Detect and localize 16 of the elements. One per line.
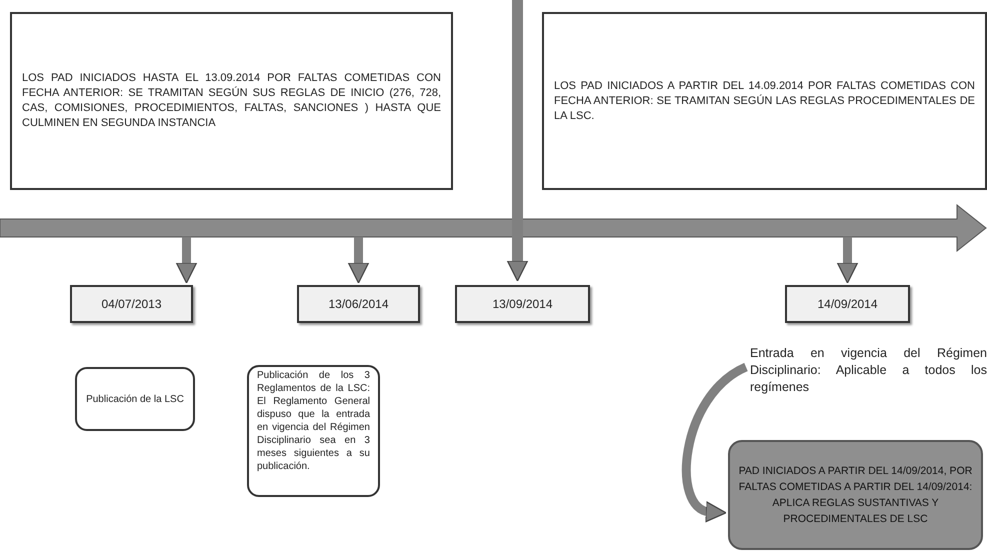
arrow xyxy=(348,237,370,284)
event-text: Entrada en vigencia del Régimen Disciplinario: Aplicable a todos los regímenes xyxy=(750,345,987,405)
note-box: PAD INICIADOS A PARTIR DEL 14/09/2014, POR FALTAS COMETIDAS A PARTIR DEL 14/09/2014: APLICA REGLAS SUSTANTIVAS Y PROCEDIMENTALES DE LSC xyxy=(728,440,983,550)
date-box: 14/09/2014 xyxy=(785,285,910,323)
date-box: 13/06/2014 xyxy=(297,285,420,323)
text-box: LOS PAD INICIADOS A PARTIR DEL 14.09.2014 POR FALTAS COMETIDAS CON FECHA ANTERIOR: SE TRAMITAN SEGÚN LAS REGLAS PROCEDIMENTALES DE LA LSC. xyxy=(542,12,987,190)
text-box: LOS PAD INICIADOS HASTA EL 13.09.2014 POR FALTAS COMETIDAS CON FECHA ANTERIOR: SE TRAMITAN SEGÚN SUS REGLAS DE INICIO (276, 728, CAS, COMISIONES, PROCEDIMIENTOS, FALTAS, SANCIONES ) HASTA QUE CULMINEN EN SEGUNDA INSTANCIA xyxy=(10,12,453,190)
arrow xyxy=(506,0,528,282)
timeline-arrow xyxy=(0,203,987,253)
date-box: 04/07/2013 xyxy=(70,285,193,323)
date-box: 13/09/2014 xyxy=(455,285,590,323)
event-box: Publicación de la LSC xyxy=(75,367,195,431)
event-box: Publicación de los 3 Reglamentos de la LSC: El Reglamento General dispuso que la entrada en vigencia del Régimen Disciplinario sea en 3 meses siguientes a su publicación. xyxy=(247,365,380,497)
arrow xyxy=(176,237,198,284)
arrow xyxy=(682,363,748,521)
arrow xyxy=(836,237,858,284)
